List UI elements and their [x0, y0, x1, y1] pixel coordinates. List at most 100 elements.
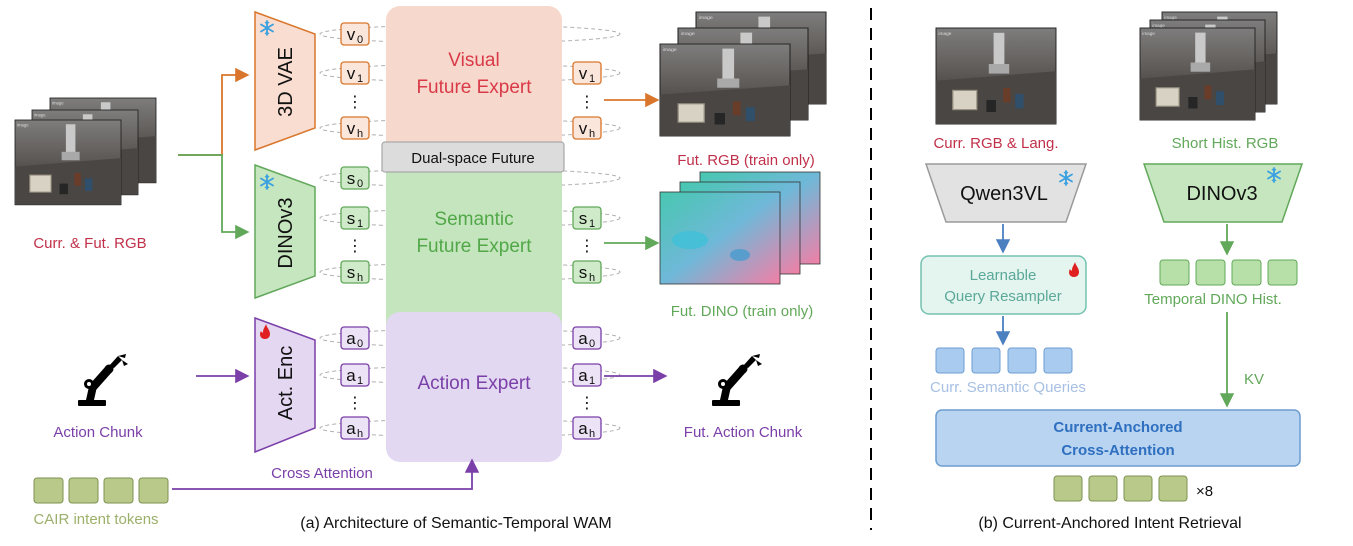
svg-text:Act. Enc: Act. Enc: [275, 346, 297, 420]
history-token: [1159, 259, 1190, 286]
future-dino-label: Fut. DINO (train only): [671, 303, 814, 320]
cair-token: [138, 477, 169, 504]
a-token-in-box: [340, 363, 370, 387]
semantic-expert-line2: Future Expert: [416, 236, 532, 257]
a-token-out-box: [572, 363, 602, 387]
cross-attention-box: [935, 409, 1301, 467]
caption-a: (a) Architecture of Semantic-Temporal WA…: [300, 515, 612, 532]
svg-text:DINOv3: DINOv3: [1186, 183, 1257, 205]
v-token-out-subscript: 1: [589, 73, 595, 85]
dual-space-label: Dual-space Future: [411, 150, 534, 167]
vae-encoder: 3D VAE: [254, 10, 316, 152]
kv-label: KV: [1244, 371, 1264, 388]
v-ellipsis: ⋮: [579, 92, 595, 111]
history-token: [1195, 259, 1226, 286]
svg-text:DINOv3: DINOv3: [275, 197, 297, 268]
repeat-label: ×8: [1196, 483, 1213, 500]
s-token-out-label: s: [579, 263, 588, 282]
current-rgb-image: [935, 27, 1057, 125]
svg-text:3D VAE: 3D VAE: [275, 47, 297, 117]
current-rgb-lang-label: Curr. RGB & Lang.: [933, 135, 1058, 152]
action-expert-label: Action Expert: [418, 373, 532, 394]
a-token-out-subscript: h: [589, 428, 595, 440]
v-token-out-subscript: h: [589, 128, 595, 140]
query-token: [935, 347, 965, 374]
v-token-out-box: [572, 61, 602, 85]
cross-attention-line2: Cross-Attention: [1061, 442, 1174, 459]
temporal-history-label: Temporal DINO Hist.: [1144, 291, 1282, 308]
a-token-in-box: [340, 416, 370, 440]
s-ellipsis: ⋮: [579, 236, 595, 255]
v-token-out-box: [572, 116, 602, 140]
cross-attention-label: Cross Attention: [271, 465, 373, 482]
semantic-queries-label: Curr. Semantic Queries: [930, 379, 1086, 396]
a-ellipsis: ⋮: [347, 393, 363, 412]
a-token-in-label: a: [346, 419, 356, 438]
s-token-in-label: s: [347, 263, 356, 282]
visual-expert-line2: Future Expert: [416, 77, 532, 98]
dino-history-encoder: DINOv3: [1142, 163, 1304, 223]
v-ellipsis: ⋮: [347, 92, 363, 111]
v-token-in-label: v: [347, 119, 356, 138]
v-token-in-box: [340, 116, 370, 140]
v-token-out-label: v: [579, 64, 588, 83]
v-token-in-subscript: 1: [357, 73, 363, 85]
a-token-in-label: a: [346, 366, 356, 385]
s-token-in-label: s: [347, 169, 356, 188]
temporal-history-row: [1159, 259, 1298, 286]
v-token-in-label: v: [347, 64, 356, 83]
query-resampler-box: [920, 255, 1087, 315]
s-token-in-box: [340, 260, 370, 284]
cair-token: [68, 477, 99, 504]
semantic-expert-box: [386, 158, 562, 328]
a-token-out-box: [572, 416, 602, 440]
v-token-in-label: v: [347, 25, 356, 44]
a-token-in-subscript: 1: [357, 375, 363, 387]
a-token-in-subscript: 0: [357, 338, 363, 350]
input-label: Curr. & Fut. RGB: [33, 235, 146, 252]
cair-token: [33, 477, 64, 504]
s-token-out-box: [572, 206, 602, 230]
s-token-in-subscript: 1: [357, 218, 363, 230]
s-token-out-label: s: [579, 209, 588, 228]
query-token: [1043, 347, 1073, 374]
action-encoder: Act. Enc: [254, 316, 316, 454]
future-action-chunk-label: Fut. Action Chunk: [684, 424, 803, 441]
s-token-out-subscript: 1: [589, 218, 595, 230]
s-token-out-box: [572, 260, 602, 284]
s-token-in-subscript: 0: [357, 178, 363, 190]
a-token-out-label: a: [578, 419, 588, 438]
robot-arm-icon: [712, 354, 762, 406]
qwen-encoder: Qwen3VL: [924, 163, 1088, 223]
intent-token: [1123, 475, 1153, 502]
intent-token-row: [1053, 475, 1188, 502]
action-chunk-label: Action Chunk: [53, 424, 143, 441]
cross-attention-line1: Current-Anchored: [1053, 419, 1182, 436]
cair-token-row: [33, 477, 169, 504]
a-ellipsis: ⋮: [579, 393, 595, 412]
resampler-line2: Query Resampler: [944, 288, 1062, 305]
v-token-out-label: v: [579, 119, 588, 138]
visual-expert-line1: Visual: [448, 50, 499, 71]
intent-token: [1053, 475, 1083, 502]
s-token-in-subscript: h: [357, 272, 363, 284]
cair-tokens-label: CAIR intent tokens: [33, 511, 158, 528]
a-token-out-label: a: [578, 366, 588, 385]
intent-token: [1088, 475, 1118, 502]
intent-token: [1158, 475, 1188, 502]
dual-space-box: [381, 141, 565, 173]
input-to-dino-arrow: [178, 154, 250, 240]
cair-token: [103, 477, 134, 504]
a-token-out-subscript: 1: [589, 375, 595, 387]
s-token-in-label: s: [347, 209, 356, 228]
dino-encoder: DINOv3: [254, 163, 316, 300]
v-token-in-box: [340, 61, 370, 85]
history-rgb-stack: [1139, 11, 1278, 121]
input-to-vae-arrow: [178, 67, 250, 156]
v-token-in-subscript: h: [357, 128, 363, 140]
v-token-in-subscript: 0: [357, 34, 363, 46]
resampler-line1: Learnable: [970, 267, 1037, 284]
history-token: [1231, 259, 1262, 286]
